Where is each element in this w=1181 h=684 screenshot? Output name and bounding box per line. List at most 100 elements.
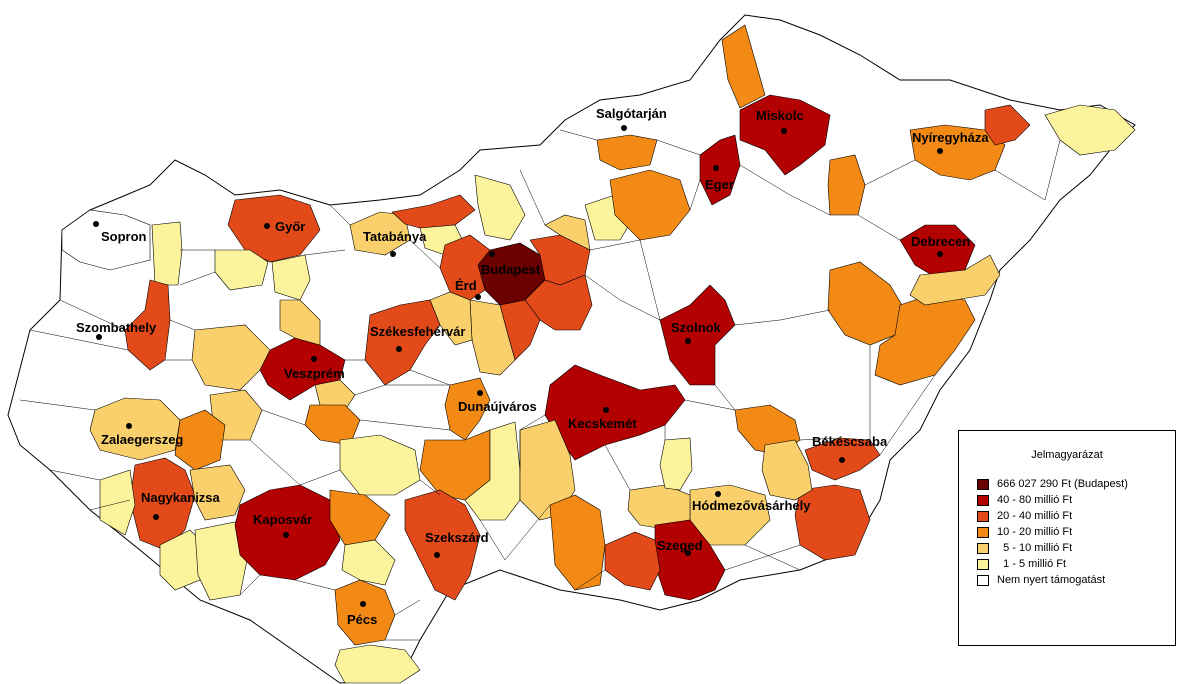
region-encs (721, 24, 766, 109)
region-monor (524, 274, 593, 331)
region-szekszard (404, 489, 481, 601)
region-jaszbereny (609, 169, 691, 241)
legend-item-40-80: 40 - 80 millió Ft (977, 493, 1072, 507)
city-label-szekszard: Szekszárd (425, 530, 489, 545)
city-dot-budapest (489, 251, 495, 257)
city-dot-miskolc (781, 128, 787, 134)
region-sopron (61, 209, 151, 271)
city-dot-szekszard (434, 552, 440, 558)
city-dot-tatabanya (390, 251, 396, 257)
city-label-szeged: Szeged (657, 538, 703, 553)
city-dot-zalaegerszeg (126, 423, 132, 429)
region-derecske (909, 254, 1001, 306)
region-siklos (334, 644, 421, 684)
city-label-eger: Eger (705, 177, 734, 192)
city-label-zalaegerszeg: Zalaegerszeg (101, 432, 183, 447)
city-labels: Sopron Győr Tatabánya Salgótarján Miskol… (76, 106, 989, 627)
city-label-bekescsaba: Békéscsaba (812, 434, 888, 449)
city-dot-kecskemet (603, 407, 609, 413)
city-dot-szolnok (685, 338, 691, 344)
city-label-salgotarjan: Salgótarján (596, 106, 667, 121)
city-label-erd: Érd (455, 278, 477, 293)
city-label-debrecen: Debrecen (911, 234, 970, 249)
city-label-dunaujvaros: Dunaújváros (458, 399, 537, 414)
region-gyor (227, 194, 321, 263)
city-dot-bekescsaba (839, 457, 845, 463)
legend-swatch (977, 510, 989, 522)
region-erd (439, 234, 491, 301)
city-dot-nagykanizsa (153, 514, 159, 520)
city-dot-pecs (360, 601, 366, 607)
region-szolnok (659, 284, 736, 386)
region-kistelek (604, 531, 661, 591)
region-keszthely (174, 409, 226, 471)
city-label-nagykanizsa: Nagykanizsa (141, 490, 221, 505)
city-dot-veszprem (311, 356, 317, 362)
sub-region-borders (19, 129, 1061, 641)
legend-swatch (977, 478, 989, 490)
city-dot-gyor (264, 223, 270, 229)
city-label-szolnok: Szolnok (671, 320, 722, 335)
region-kunszentmiklos (464, 421, 521, 521)
city-label-veszprem: Veszprém (284, 366, 345, 381)
city-dot-szeged (685, 550, 691, 556)
legend: Jelmagyarázat 666 027 290 Ft (Budapest) … (958, 430, 1176, 646)
legend-item-1-5: 1 - 5 millió Ft (977, 557, 1066, 571)
region-komlo (341, 539, 396, 586)
region-szeged (654, 519, 726, 601)
region-komarom (391, 194, 476, 229)
region-nagykanizsa (129, 457, 196, 551)
region-csongrad (659, 437, 693, 491)
legend-item-none: Nem nyert támogatást (977, 573, 1105, 587)
city-dot-sopron (93, 221, 99, 227)
region-varpalota (279, 299, 321, 346)
region-gyongyos-north (596, 134, 658, 171)
region-szombathely-east (124, 279, 171, 371)
city-label-nyiregyhaza: Nyíregyháza (912, 130, 989, 145)
city-dot-nyiregyhaza (937, 148, 943, 154)
legend-swatch (977, 526, 989, 538)
city-dot-szombathely (96, 334, 102, 340)
legend-label: 666 027 290 Ft (Budapest) (997, 478, 1128, 490)
region-csurgo (159, 529, 206, 591)
city-dots (93, 125, 943, 607)
city-label-kaposvar: Kaposvár (253, 512, 312, 527)
city-dot-szekesfehervar (396, 346, 402, 352)
region-nagyhalasz (1044, 104, 1136, 156)
region-tab (339, 434, 421, 496)
city-dot-eger (713, 165, 719, 171)
region-szekesfehervar (364, 299, 441, 386)
region-balatonfured (314, 379, 356, 411)
city-dot-dunaujvaros (477, 390, 483, 396)
region-marcali (189, 464, 246, 521)
legend-label: 40 - 80 millió Ft (997, 494, 1073, 506)
city-dot-kaposvar (283, 532, 289, 538)
city-dot-hodmezovasarhely (715, 491, 721, 497)
city-label-tatabanya: Tatabánya (363, 229, 427, 244)
city-label-pecs: Pécs (347, 612, 377, 627)
city-label-miskolc: Miskolc (756, 108, 804, 123)
legend-label: 10 - 20 millió Ft (997, 526, 1073, 538)
region-kiskoros (549, 494, 606, 591)
legend-swatch (977, 558, 989, 570)
region-miskolc (739, 94, 831, 176)
legend-swatch (977, 494, 989, 506)
region-zalaegerszeg (89, 397, 181, 461)
city-label-budapest: Budapest (481, 262, 541, 277)
city-label-szombathely: Szombathely (76, 320, 157, 335)
legend-swatch (977, 542, 989, 554)
legend-label: 1 - 5 millió Ft (997, 558, 1067, 570)
region-nw-yellow (151, 221, 183, 286)
city-dot-erd (475, 294, 481, 300)
region-kisvarda (984, 104, 1031, 146)
region-letenye (99, 469, 136, 536)
region-pecs (334, 579, 396, 646)
legend-item-5-10: 5 - 10 millió Ft (977, 541, 1072, 555)
region-rackeve (469, 299, 516, 376)
legend-label: Nem nyert támogatást (997, 574, 1106, 586)
legend-label: 20 - 40 millió Ft (997, 510, 1073, 522)
city-label-kecskemet: Kecskemét (568, 416, 637, 431)
city-dot-salgotarjan (621, 125, 627, 131)
legend-swatch (977, 574, 989, 586)
